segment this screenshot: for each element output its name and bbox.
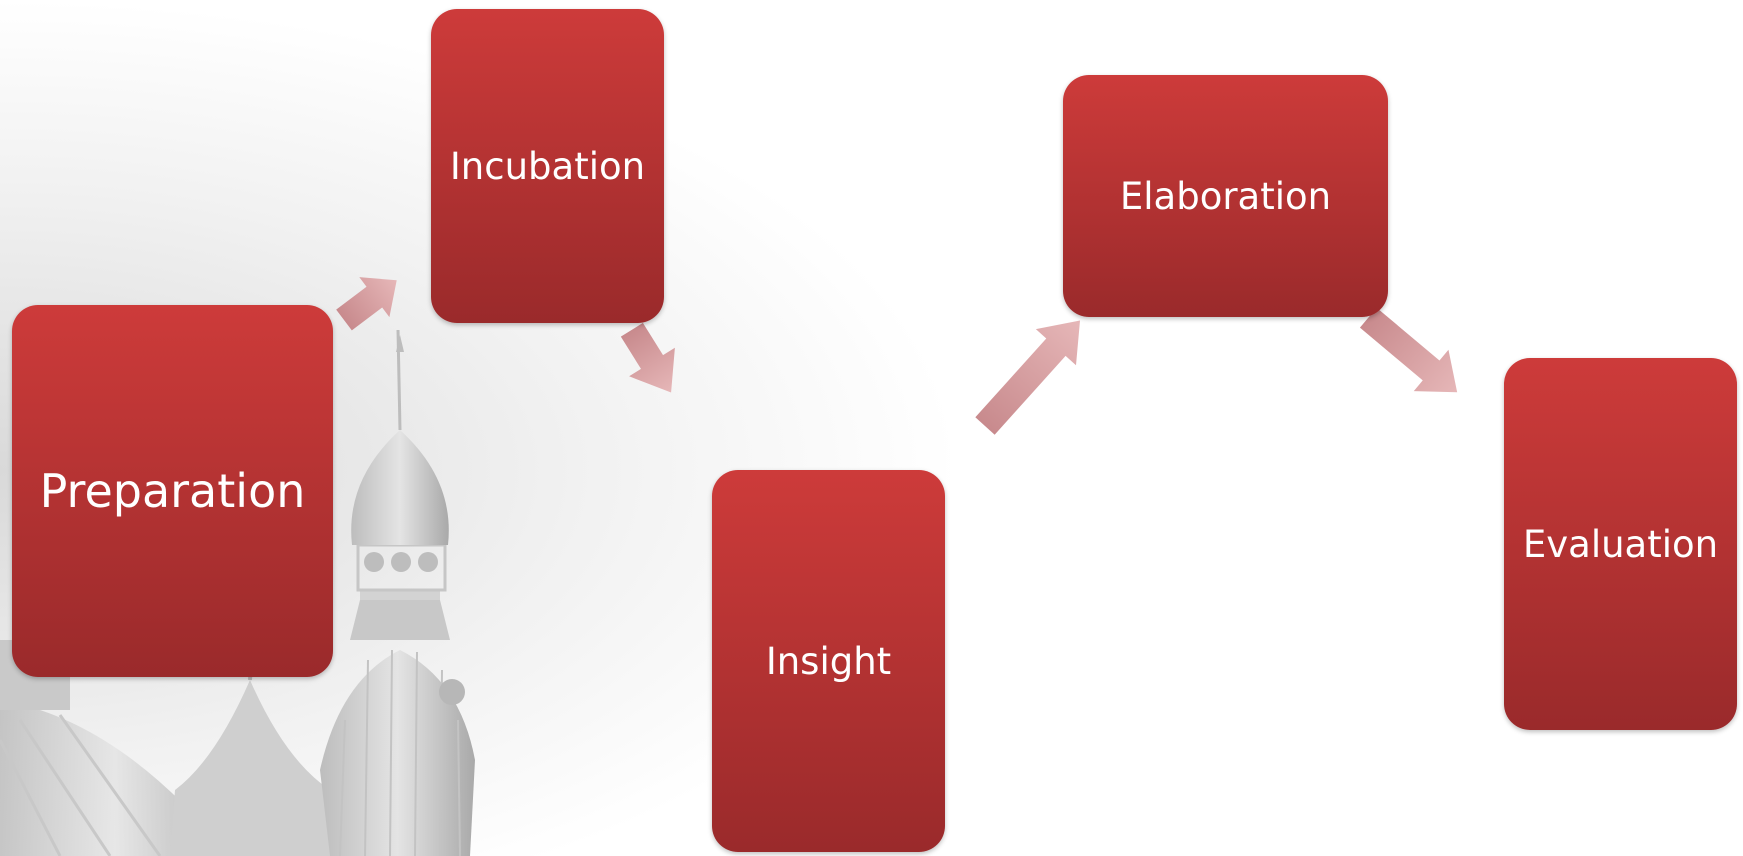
- step-box-evaluation: Evaluation: [1504, 358, 1737, 730]
- step-label: Preparation: [39, 464, 306, 518]
- step-box-incubation: Incubation: [431, 9, 664, 323]
- step-label: Incubation: [449, 144, 646, 188]
- step-label: Evaluation: [1522, 522, 1719, 566]
- step-label: Elaboration: [1119, 174, 1332, 218]
- step-box-elaboration: Elaboration: [1063, 75, 1388, 317]
- step-label: Insight: [765, 639, 892, 683]
- step-box-insight: Insight: [712, 470, 945, 852]
- step-box-preparation: Preparation: [12, 305, 333, 677]
